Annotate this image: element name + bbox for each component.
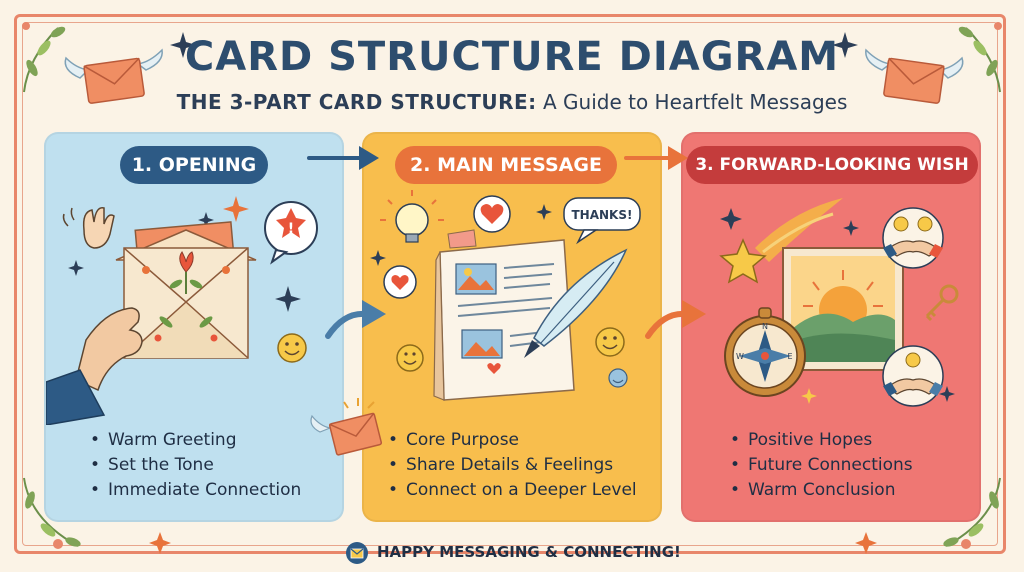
corner-leaf-icon <box>23 477 81 549</box>
list-item: Warm Greeting <box>90 428 301 453</box>
sparkle-icon <box>170 32 196 58</box>
opening-bullets: Warm Greeting Set the Tone Immediate Con… <box>90 428 301 503</box>
open-envelope-icon <box>115 221 257 359</box>
smiley-icon <box>608 368 628 388</box>
svg-text:W: W <box>736 352 744 361</box>
envelope-icon <box>346 541 368 564</box>
svg-text:N: N <box>762 322 768 331</box>
sparkle-icon <box>843 220 859 236</box>
arrow-right-icon <box>307 146 379 170</box>
waving-hand-icon <box>62 207 115 249</box>
key-icon <box>925 284 959 322</box>
sparkle-icon <box>855 532 877 554</box>
handshake-icon <box>882 207 944 269</box>
outer-frame <box>14 14 1006 554</box>
list-item: Positive Hopes <box>730 428 913 453</box>
page-title: CARD STRUCTURE DIAGRAM <box>184 34 840 80</box>
smiley-icon <box>277 333 307 363</box>
sparkle-icon <box>720 208 742 230</box>
thanks-speech-bubble: THANKS! <box>563 197 641 245</box>
heart-bubble-icon <box>473 195 511 233</box>
arrow-right-icon <box>624 146 688 170</box>
corner-leaf-icon <box>958 22 1002 93</box>
inner-frame <box>22 22 998 546</box>
opening-illustration: ! <box>46 196 318 425</box>
curved-arrow-icon <box>325 300 386 339</box>
sparkle-icon <box>370 250 386 266</box>
opening-label: 1. OPENING <box>120 146 268 184</box>
curved-arrow-icon <box>645 300 706 339</box>
smiley-icon <box>396 344 424 372</box>
forward-wish-bullets: Positive Hopes Future Connections Warm C… <box>730 428 913 503</box>
sparkle-icon <box>223 196 249 222</box>
list-item: Connect on a Deeper Level <box>388 478 637 503</box>
svg-text:!: ! <box>288 221 294 237</box>
lightbulb-icon <box>380 190 444 243</box>
compass-icon: N W E <box>724 307 806 397</box>
main-message-label: 2. MAIN MESSAGE <box>395 146 617 184</box>
footer-text: HAPPY MESSAGING & CONNECTING! <box>377 543 681 561</box>
sparkle-icon <box>801 388 817 404</box>
winged-envelope-icon <box>865 48 964 104</box>
forward-wish-illustration: N W E <box>719 198 959 407</box>
smiley-icon <box>595 327 625 357</box>
sparkle-icon <box>536 204 552 220</box>
exclamation-bubble-icon: ! <box>264 201 318 265</box>
list-item: Core Purpose <box>388 428 637 453</box>
shooting-star-icon <box>719 198 843 284</box>
main-message-illustration: THANKS! <box>370 190 641 401</box>
list-item: Immediate Connection <box>90 478 301 503</box>
sparkle-icon <box>149 532 171 554</box>
sparkle-icon <box>939 386 955 402</box>
list-item: Set the Tone <box>90 453 301 478</box>
sparkle-icon <box>832 32 858 58</box>
hand-icon <box>46 307 143 425</box>
corner-leaf-icon <box>22 22 66 93</box>
list-item: Warm Conclusion <box>730 478 913 503</box>
handshake-icon <box>882 345 944 407</box>
list-item: Future Connections <box>730 453 913 478</box>
page-subtitle: THE 3-PART CARD STRUCTURE: A Guide to He… <box>0 90 1024 114</box>
sparkle-icon <box>198 212 214 228</box>
forward-wish-label: 3. FORWARD-LOOKING WISH <box>686 146 978 184</box>
subtitle-rest: A Guide to Heartfelt Messages <box>536 90 848 114</box>
corner-leaf-icon <box>943 477 1001 549</box>
heart-bubble-icon <box>383 265 417 299</box>
svg-text:E: E <box>787 352 792 361</box>
thanks-text: THANKS! <box>572 208 633 222</box>
open-book-icon <box>433 229 575 401</box>
sparkle-icon <box>275 286 301 312</box>
main-message-bullets: Core Purpose Share Details & Feelings Co… <box>388 428 637 503</box>
list-item: Share Details & Feelings <box>388 453 637 478</box>
sunrise-picture-icon <box>782 247 904 371</box>
winged-envelope-icon <box>64 48 163 104</box>
subtitle-lead: THE 3-PART CARD STRUCTURE: <box>176 90 537 114</box>
sparkle-icon <box>68 260 84 276</box>
quill-icon <box>524 248 628 358</box>
footer-message: HAPPY MESSAGING & CONNECTING! <box>345 538 681 566</box>
winged-envelope-icon <box>310 398 383 456</box>
